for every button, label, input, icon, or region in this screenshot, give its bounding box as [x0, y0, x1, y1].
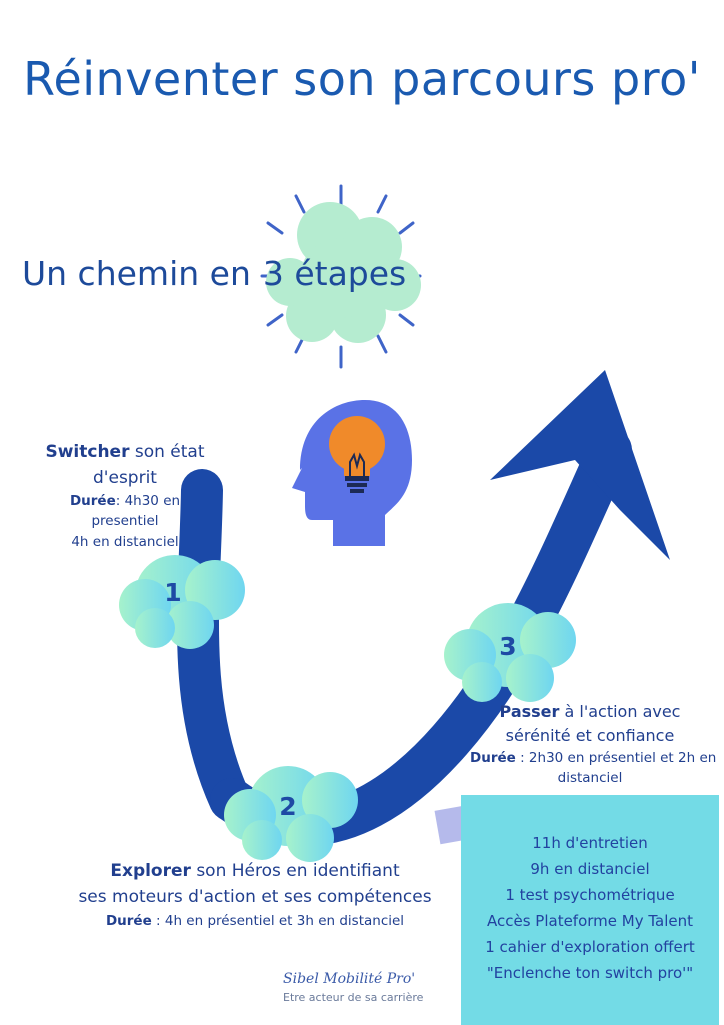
- step-3-text: Passer à l'action avec sérénité et confi…: [470, 700, 717, 789]
- step-2-number: 2: [279, 792, 297, 821]
- step-3-heading-line2: sérénité et confiance: [505, 726, 675, 745]
- summary-note: 11h d'entretien 9h en distanciel 1 test …: [461, 795, 719, 1025]
- step-3-duration-line2: distanciel: [557, 770, 623, 787]
- note-line: "Enclenche ton switch pro'": [486, 964, 694, 982]
- step-1-duration-line2: presentiel: [91, 513, 159, 530]
- step-3-duration: Durée : 2h30 en présentiel et 2h en: [470, 750, 717, 766]
- note-line: 1 test psychométrique: [505, 886, 675, 904]
- step-1-duration-line3: 4h en distanciel: [71, 533, 179, 550]
- lightbulb-icon: [329, 416, 385, 493]
- step-2-text: Explorer son Héros en identifiant ses mo…: [60, 858, 450, 932]
- step-3-cloud: [444, 603, 576, 702]
- step-3-heading: Passer à l'action avec: [499, 702, 681, 721]
- page-title: Réinventer son parcours pro': [23, 52, 701, 106]
- step-2-duration: Durée : 4h en présentiel et 3h en distan…: [105, 912, 405, 929]
- highlight-cloud: [266, 202, 421, 343]
- step-1-heading-line2: d'esprit: [93, 467, 157, 488]
- subtitle-prefix: Un chemin en: [22, 254, 251, 293]
- signature-tagline: Etre acteur de sa carrière: [283, 991, 424, 1004]
- step-3-number: 3: [499, 632, 517, 661]
- step-2-cloud: [224, 766, 358, 862]
- signature-name: Sibel Mobilité Pro': [283, 971, 416, 987]
- step-2-heading: Explorer son Héros en identifiant: [110, 861, 400, 881]
- step-2-heading-line2: ses moteurs d'action et ses compétences: [78, 887, 432, 908]
- step-1-number: 1: [164, 578, 182, 607]
- step-1-duration: Durée: 4h30 en: [69, 493, 181, 509]
- step-1-heading: Switcher son état: [45, 442, 205, 462]
- note-line: 9h en distanciel: [530, 860, 650, 878]
- step-1-cloud: [119, 555, 245, 649]
- subtitle-highlight: 3 étapes: [262, 254, 407, 293]
- note-line: 1 cahier d'exploration offert: [485, 938, 695, 956]
- subtitle: Un chemin en 3 étapes: [22, 254, 406, 293]
- step-1-text: Switcher son état d'esprit Durée: 4h30 e…: [30, 440, 220, 552]
- note-line: 11h d'entretien: [532, 834, 648, 852]
- note-line: Accès Plateforme My Talent: [486, 912, 694, 930]
